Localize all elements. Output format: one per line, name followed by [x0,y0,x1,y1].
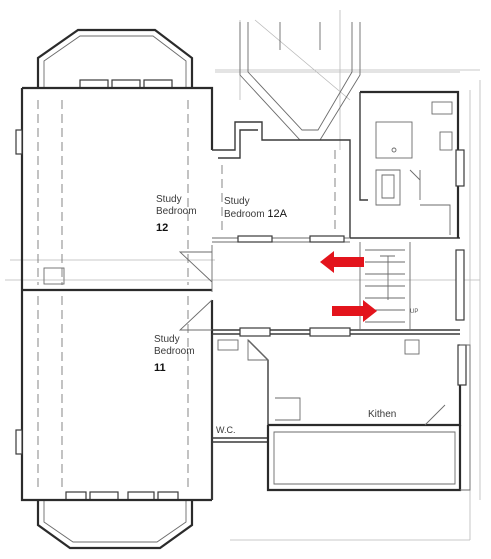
construction-lines [5,10,481,541]
bathroom-block [359,90,465,321]
outer-walls [15,86,214,502]
wc-label: W.C. [216,425,236,435]
room-12-number: 12 [156,222,169,234]
corridor-stairs [212,237,460,337]
arrow-left [320,251,364,273]
room-11-label: Study Bedroom 11 [154,334,195,374]
stair-up-label: UP [410,309,419,315]
room-12a-line1: Study [224,196,250,207]
room-12a-label: Study Bedroom 12A [224,196,287,221]
wc-block [211,334,270,500]
room-11-line2: Bedroom [154,346,195,357]
room-11-line1: Study [154,334,180,345]
room-12a-walls [212,121,351,243]
room-12a-line2: Bedroom [224,209,265,220]
arrow-right [332,300,377,322]
top-bay-window [36,28,194,89]
room-12-line2: Bedroom [156,206,197,217]
door-swings [178,245,213,331]
ceiling-dashes [37,100,189,490]
room-12-line1: Study [156,194,182,205]
room-12a-line2-row: Bedroom 12A [224,208,287,221]
room-12-label: Study Bedroom 12 [156,194,197,234]
room-12a-number: 12A [267,208,287,220]
kitchen-block [266,339,471,492]
room-11-number: 11 [154,362,166,374]
kitchen-label: Kithen [368,409,397,420]
